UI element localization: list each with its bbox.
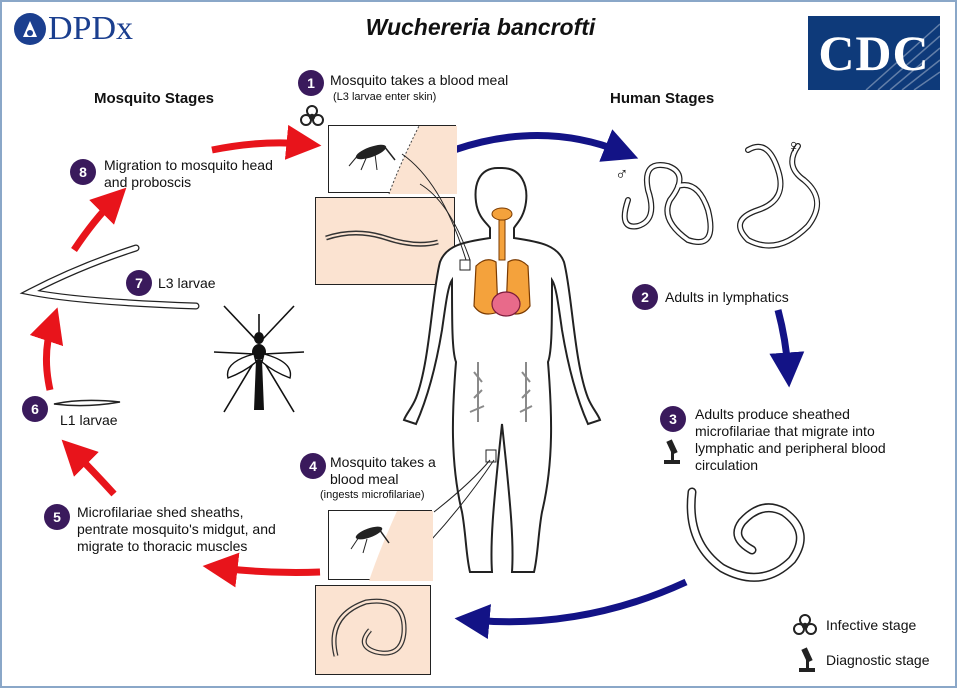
biohazard-icon bbox=[300, 105, 324, 126]
blue-arrow-2-to-3 bbox=[769, 309, 805, 388]
legend-infective-label: Infective stage bbox=[826, 617, 917, 633]
red-arrow-4-to-5 bbox=[202, 552, 321, 588]
blue-arrow-1-to-2 bbox=[452, 129, 639, 162]
stage-2-label: Adults in lymphatics bbox=[665, 289, 789, 305]
stage-badge-8: 8 bbox=[70, 159, 96, 185]
stage-4-sublabel: (ingests microfilariae) bbox=[320, 489, 425, 501]
stage-badge-7: 7 bbox=[126, 270, 152, 296]
stage-6-label: L1 larvae bbox=[60, 412, 118, 428]
l3-larva-figure bbox=[19, 244, 200, 310]
stage-badge-3: 3 bbox=[660, 406, 686, 432]
human-body-figure bbox=[402, 167, 602, 573]
female-symbol: ♀ bbox=[787, 136, 801, 156]
stage-badge-6: 6 bbox=[22, 396, 48, 422]
red-arrow-8-to-1 bbox=[211, 124, 322, 160]
stage-5-label: Microfilariae shed sheaths, pentrate mos… bbox=[77, 504, 276, 554]
l1-larva-figure bbox=[53, 399, 121, 407]
dpdx-badge-icon bbox=[14, 13, 46, 45]
stage-1-label: Mosquito takes a blood meal bbox=[330, 72, 509, 88]
biohazard-icon bbox=[793, 614, 817, 635]
stage-badge-1: 1 bbox=[298, 70, 324, 96]
stage-7-label: L3 larvae bbox=[158, 275, 216, 291]
stage-1-sublabel: (L3 larvae enter skin) bbox=[333, 91, 437, 103]
stage-badge-5: 5 bbox=[44, 504, 70, 530]
stage-badge-2: 2 bbox=[632, 284, 658, 310]
red-arrow-7-to-8 bbox=[71, 187, 127, 252]
mosquito-figure bbox=[213, 305, 305, 413]
stage-badge-4: 4 bbox=[300, 453, 326, 479]
blue-arrow-3-to-4 bbox=[454, 578, 688, 640]
cdc-logo: CDC bbox=[808, 16, 940, 90]
microscope-icon bbox=[799, 647, 815, 672]
microfilaria-figure bbox=[686, 487, 805, 582]
mosquito-bite-panel-top bbox=[328, 125, 457, 195]
l3-larvae-skin-panel bbox=[315, 197, 455, 285]
legend-diagnostic-label: Diagnostic stage bbox=[826, 652, 930, 668]
cdc-logo-text: CDC bbox=[818, 25, 930, 81]
microscope-icon bbox=[664, 439, 680, 464]
male-symbol: ♂ bbox=[615, 164, 629, 184]
mosquito-bite-panel-bottom bbox=[328, 510, 433, 581]
stage-8-label: Migration to mosquito head and proboscis bbox=[104, 157, 273, 190]
dpdx-logo: DPDx bbox=[14, 10, 133, 48]
adult-worms-figure bbox=[621, 143, 820, 249]
red-arrow-5-to-6 bbox=[61, 439, 117, 497]
stage-4-label: Mosquito takes a blood meal bbox=[330, 454, 436, 487]
mosquito-stages-heading: Mosquito Stages bbox=[94, 90, 215, 107]
microfilaria-skin-panel bbox=[315, 585, 431, 675]
legend-diagnostic: Diagnostic stage bbox=[796, 646, 930, 674]
page-title: Wuchereria bancrofti bbox=[365, 14, 596, 40]
human-stages-heading: Human Stages bbox=[610, 90, 715, 107]
dpdx-logo-text: DPDx bbox=[48, 10, 134, 47]
stage-3-label: Adults produce sheathed microfilariae th… bbox=[695, 406, 886, 473]
legend-infective: Infective stage bbox=[792, 612, 916, 638]
red-arrow-6-to-7 bbox=[29, 307, 64, 391]
